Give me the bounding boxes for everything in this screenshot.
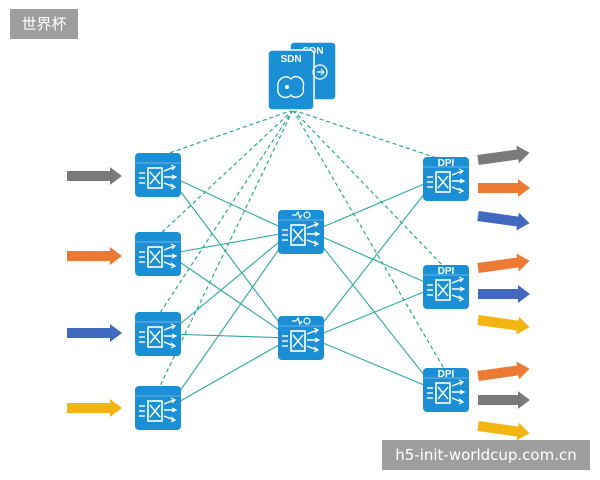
data-link-13	[310, 337, 437, 391]
control-link-0	[157, 109, 294, 158]
control-link-5	[292, 109, 447, 270]
data-link-5	[167, 333, 292, 339]
monitor-wave-icon-0	[292, 210, 303, 220]
control-link-1	[157, 109, 294, 237]
data-link-10	[310, 231, 437, 391]
data-link-2	[167, 231, 292, 255]
output-flow-arrow-2-1	[478, 391, 530, 409]
site-badge: 世界杯	[10, 9, 78, 39]
data-link-0	[167, 174, 292, 233]
input-flow-arrow-0	[67, 167, 122, 185]
output-flow-arrow-1-2	[477, 315, 530, 335]
data-link-1	[167, 174, 292, 339]
output-flow-arrow-1-1	[478, 285, 530, 303]
brain-node-icon	[285, 85, 289, 89]
control-link-6	[292, 109, 447, 373]
ingress-switch-icon-1	[134, 231, 182, 277]
data-link-12	[310, 286, 437, 339]
dpi-label-2: DPI	[438, 369, 455, 380]
control-link-4	[292, 109, 447, 162]
data-link-3	[167, 253, 292, 339]
magnifier-icon-1	[303, 317, 311, 325]
output-flow-arrow-1-0	[477, 253, 530, 273]
flow-arrow-icon	[317, 68, 325, 76]
data-link-11	[310, 178, 437, 339]
input-flow-arrow-3	[67, 399, 122, 417]
output-flow-arrow-2-2	[477, 421, 530, 441]
control-link-2	[157, 109, 294, 317]
magnifier-icon-0	[303, 211, 311, 219]
brain-icon	[277, 75, 305, 99]
flows-layer	[67, 145, 530, 441]
output-flow-arrow-2-0	[477, 361, 530, 381]
input-flow-arrow-1	[67, 247, 122, 265]
ingress-switch-icon-3	[134, 385, 182, 431]
output-flow-arrow-0-1	[478, 179, 530, 197]
sdn-label-1: SDN	[280, 54, 301, 65]
output-flow-arrow-0-2	[477, 211, 530, 231]
monitor-wave-icon-1	[292, 316, 303, 326]
data-link-8	[310, 178, 437, 233]
ingress-switch-icon-0	[134, 152, 182, 198]
dpi-label-1: DPI	[438, 266, 455, 277]
data-link-6	[167, 231, 292, 409]
dpi-label-0: DPI	[438, 158, 455, 169]
watermark: h5-init-worldcup.com.cn	[382, 440, 590, 470]
input-flow-arrow-2	[67, 324, 122, 342]
ingress-switch-icon-2	[134, 311, 182, 357]
flow-icon	[312, 64, 328, 80]
data-link-9	[310, 231, 437, 288]
nodes-layer: DPIDPIDPISDNSDN	[134, 41, 470, 431]
links-layer	[157, 109, 447, 409]
data-link-7	[167, 337, 292, 409]
data-link-4	[167, 231, 292, 335]
output-flow-arrow-0-0	[477, 145, 530, 165]
